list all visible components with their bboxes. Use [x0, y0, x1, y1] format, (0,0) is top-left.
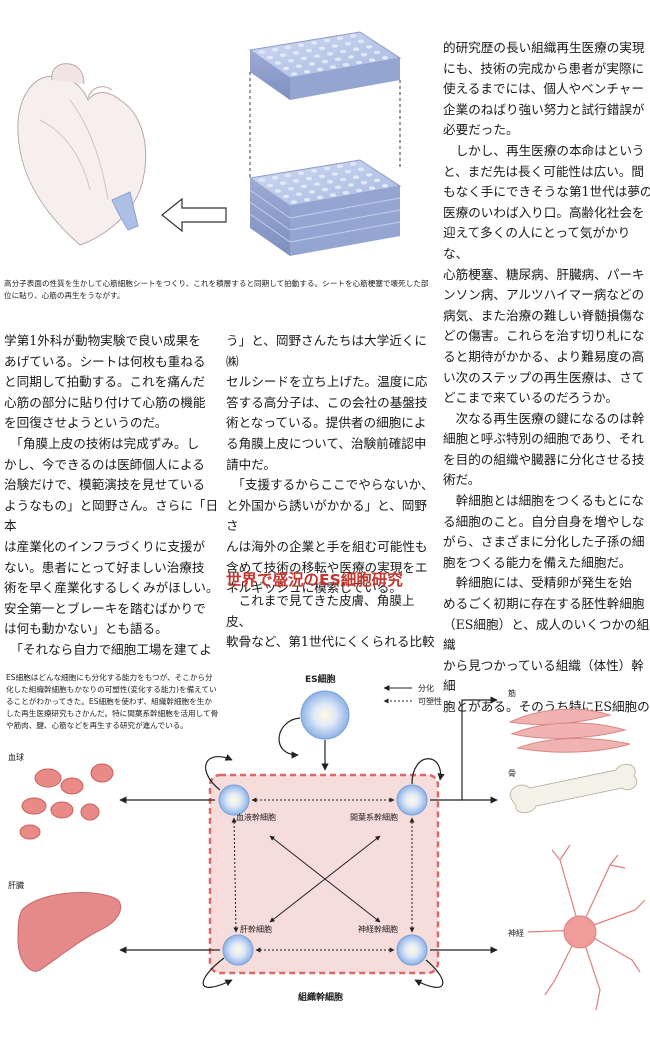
hematopoietic-stem-cell-label: 血液幹細胞: [236, 813, 276, 822]
text-line: 企業のねばり強い努力と試行錯誤が: [443, 101, 645, 117]
text-line: 必要だった。: [443, 122, 519, 138]
text-line: セルシードを立ち上げた。温度に応: [226, 374, 428, 390]
text-line: 「支援するからここでやらないか、: [226, 477, 434, 493]
text-line: 術だ。: [443, 472, 481, 488]
text-line: る細胞のこと。自分自身を増やしな: [443, 513, 645, 529]
intro-line: した再生医療研究もさかんだ。特に間葉系幹細胞を活用して骨: [6, 709, 219, 718]
text-line: ると期待がかかる、より難易度の高: [443, 348, 645, 364]
text-line: 幹細胞とは細胞をつくるもとにな: [443, 493, 644, 509]
text-line: 含めて技術の移転や医療の実現をエ: [226, 559, 428, 575]
left-column-text: 学第1外科が動物実験で良い成果をあげている。シートは何枚も重ねると同期して拍動す…: [4, 331, 224, 661]
legend-plasticity-label: 可塑性: [418, 697, 442, 706]
text-line: う」と、岡野さんたちは大学近くに㈱: [226, 333, 427, 369]
stem-cell-diagram: [17, 685, 646, 1011]
text-line: を目的の組織や臓器に分化させる技: [443, 451, 645, 467]
text-line: どの傷害。これらを治す切り札にな: [443, 328, 645, 344]
text-line: 幹細胞には、受精卵が発生を始: [443, 575, 632, 591]
nerve-label: 神経: [508, 929, 524, 938]
text-line: 迎えて多くの人にとって気がかりな、: [443, 225, 631, 261]
text-line: と、まだ先は長く可能性は広い。間: [443, 163, 644, 179]
right-column-text: 的研究歴の長い組織再生医療の実現にも、技術の完成から患者が実際に使えるまでには、…: [443, 38, 650, 718]
text-line: しかし、再生医療の本命はという: [443, 142, 645, 158]
neuron-illustration: [527, 844, 646, 1011]
text-line: 安全第一とブレーキを踏むばかりで: [4, 600, 206, 616]
middle-column-bottom-text: これまで見てきた皮膚、角膜上皮、軟骨など、第1世代にくくられる比較: [226, 591, 438, 653]
text-line: ようなもの」と岡野さん。さらに「日本: [4, 497, 219, 534]
text-line: これまで見てきた皮膚、角膜上皮、: [226, 593, 415, 629]
text-line: は何も動かない」とも語る。: [4, 621, 168, 637]
text-line: あげている。シートは何枚も重ねる: [4, 353, 206, 369]
middle-column-top-text: う」と、岡野さんたちは大学近くに㈱セルシードを立ち上げた。温度に応答する高分子は…: [226, 331, 438, 599]
hematopoietic-stem-cell: [218, 784, 250, 816]
bone-illustration: [509, 763, 638, 814]
mesenchymal-stem-cell-label: 間葉系幹細胞: [350, 813, 398, 822]
legend-differentiation-label: 分化: [418, 684, 434, 693]
text-line: と外国から誘いがかかる」と、岡野さ: [226, 497, 427, 534]
bone-label: 骨: [508, 769, 516, 778]
text-line: 細胞と呼ぶ特別の細胞であり、それ: [443, 431, 644, 447]
blood-cells-illustration: [19, 763, 114, 840]
text-line: 使えるまでには、個人やベンチャー: [443, 81, 644, 97]
text-line: 「それなら自力で細胞工場を建てよ: [4, 641, 212, 657]
neural-stem-cell: [396, 934, 428, 966]
cell-sheet-illustration: [248, 31, 402, 256]
hepatic-stem-cell: [222, 934, 254, 966]
text-line: い次のステップの再生医療は、さて: [443, 369, 645, 385]
blood-label: 血球: [8, 753, 24, 762]
mesenchymal-stem-cell: [396, 784, 428, 816]
text-line: 心筋の部分に貼り付けて心筋の機能: [4, 394, 206, 410]
text-line: 医療のいわば入り口。高齢化社会を: [443, 204, 645, 220]
text-line: から見つかっている組織（体性）幹細: [443, 657, 644, 694]
es-cell-label: ES細胞: [305, 675, 336, 685]
tissue-stem-cell-label: 組織幹細胞: [298, 993, 344, 1003]
text-line: （ES細胞）と、成人のいくつかの組織: [443, 616, 650, 653]
neural-stem-cell-label: 神経幹細胞: [358, 925, 398, 934]
heart-illustration: [17, 63, 147, 246]
text-line: 治験だけで、模範演技を見せている: [4, 477, 205, 493]
text-line: 「角膜上皮の技術は完成ずみ。し: [4, 435, 200, 451]
text-line: 請中だ。: [226, 456, 276, 472]
liver-label: 肝臓: [8, 881, 24, 890]
muscle-label: 筋: [508, 689, 516, 698]
text-line: る角膜上皮について、治験前確認申: [226, 435, 427, 451]
text-line: 胞をつくる能力を備えた細胞だ。: [443, 554, 632, 570]
text-line: を回復させようというのだ。: [4, 415, 168, 431]
top-figure-caption: 高分子表面の性質を生かして心筋細胞シートをつくり、これを積層すると同期して拍動す…: [4, 279, 429, 300]
text-line: 軟骨など、第1世代にくくられる比較: [226, 634, 435, 650]
text-line: どこまで来ているのだろうか。: [443, 390, 618, 406]
intro-line: や筋肉、腱、心筋などを再生する研究が進んでいる。: [6, 721, 188, 730]
text-line: は産業化のインフラづくりに支援が: [4, 538, 206, 554]
section-heading: 世界で盛況のES細胞研究: [226, 571, 403, 589]
intro-line: ることがわかってきた。ES細胞を使わず、組織幹細胞を生か: [6, 697, 212, 706]
text-line: 病気、また治療の難しい脊髄損傷な: [443, 307, 645, 323]
text-line: んは海外の企業と手を組む可能性も: [226, 538, 428, 554]
text-line: 学第1外科が動物実験で良い成果を: [4, 333, 201, 348]
text-line: 術となっている。提供者の細胞によ: [226, 415, 427, 431]
text-line: と同期して拍動する。これを痛んだ: [4, 374, 206, 390]
text-line: めるごく初期に存在する胚性幹細胞: [443, 596, 645, 612]
text-line: かし、今できるのは医師個人による: [4, 456, 205, 472]
text-line: 次なる再生医療の鍵になるのは幹: [443, 410, 645, 426]
text-line: ない。患者にとって好ましい治療技: [4, 559, 205, 575]
text-line: 術を早く産業化するしくみがほしい。: [4, 580, 219, 596]
muscle-illustration: [508, 708, 631, 753]
text-line: もなく手にできそうな第1世代は夢の: [443, 184, 650, 200]
text-line: 答する高分子は、この会社の基盤技: [226, 394, 428, 410]
text-line: ンソン病、アルツハイマー病などの: [443, 287, 645, 303]
text-line: がら、さまざまに分化した子孫の細: [443, 534, 645, 550]
es-cell: [300, 690, 350, 740]
hepatic-stem-cell-label: 肝幹細胞: [240, 925, 272, 934]
text-line: 心筋梗塞、糖尿病、肝臓病、パーキ: [443, 266, 645, 282]
liver-illustration: [17, 892, 122, 972]
text-line: にも、技術の完成から患者が実際に: [443, 60, 645, 76]
arrow-left-icon: [161, 197, 227, 233]
intro-line: 化した組織幹細胞もかなりの可塑性(変化する能力)を備えてい: [6, 685, 217, 694]
intro-line: ES細胞はどんな細胞にも分化する能力をもつが、そこから分: [6, 673, 213, 682]
text-line: ネルギッシュに模索している。: [226, 580, 402, 596]
text-line: 的研究歴の長い組織再生医療の実現: [443, 40, 645, 55]
diagram-intro: ES細胞はどんな細胞にも分化する能力をもつが、そこから分化した組織幹細胞もかなり…: [6, 672, 256, 732]
